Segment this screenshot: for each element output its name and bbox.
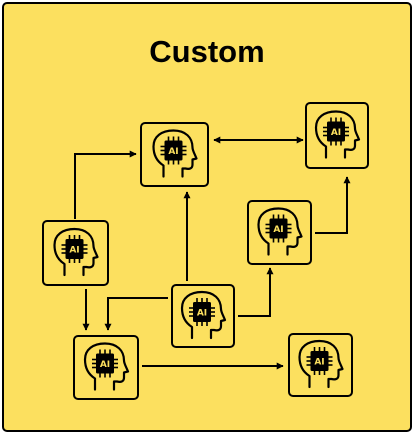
node-n6: AI [171, 284, 235, 348]
chip-label: AI [314, 358, 324, 368]
nodes-layer: AI AI AI AI AI AI AI [42, 102, 369, 400]
chip-label: AI [100, 360, 110, 370]
chip-label: AI [168, 147, 178, 157]
node-n1: AI [140, 122, 209, 187]
diagram-title: Custom [149, 34, 265, 69]
chip-label: AI [331, 128, 341, 138]
edge-n6-n5 [104, 297, 168, 331]
chip-icon [310, 351, 329, 371]
chip-label: AI [273, 225, 283, 235]
node-n7: AI [288, 333, 353, 397]
chip-icon [65, 239, 84, 259]
node-n4: AI [247, 200, 312, 265]
chip-icon [327, 121, 345, 142]
edges-layer [74, 136, 351, 370]
chip-label: AI [69, 246, 79, 256]
ai-head-icon: AI [257, 207, 303, 256]
node-n5: AI [73, 335, 139, 400]
node-n2: AI [305, 102, 369, 169]
chip-icon [96, 353, 114, 374]
ai-head-icon: AI [298, 339, 344, 389]
edge-n6-n4 [238, 267, 274, 317]
ai-head-icon: AI [152, 129, 198, 178]
chip-label: AI [197, 309, 207, 319]
ai-head-icon: AI [180, 290, 227, 340]
chip-icon [193, 302, 211, 322]
chip-icon [164, 140, 183, 161]
ai-head-icon: AI [83, 342, 130, 391]
ai-head-icon: AI [53, 227, 99, 277]
node-n3: AI [42, 220, 109, 286]
edge-n5-n4 [315, 176, 351, 234]
chip-icon [269, 218, 288, 239]
edge-n3-n1 [74, 150, 137, 219]
ai-head-icon: AI [314, 110, 361, 159]
